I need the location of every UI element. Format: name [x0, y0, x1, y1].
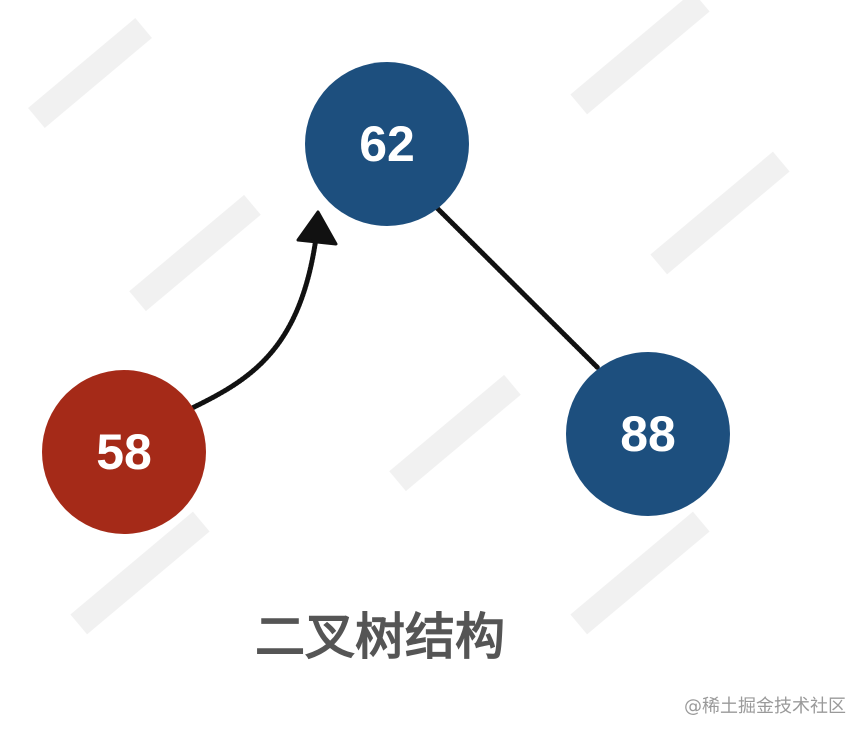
tree-node-62-label: 62	[359, 116, 415, 172]
tree-node-58: 58	[42, 370, 206, 534]
tree-node-88-label: 88	[620, 406, 676, 462]
source-credit: @稀土掘金技术社区	[684, 696, 846, 717]
diagram-caption: 二叉树结构	[255, 608, 505, 666]
edge-58-to-62-arrow	[187, 235, 319, 412]
edge-58-to-62-arrowhead	[296, 210, 338, 246]
tree-node-58-label: 58	[96, 424, 152, 480]
tree-node-88: 88	[566, 352, 730, 516]
edge-62-to-88-line	[434, 205, 601, 371]
tree-node-62: 62	[305, 62, 469, 226]
